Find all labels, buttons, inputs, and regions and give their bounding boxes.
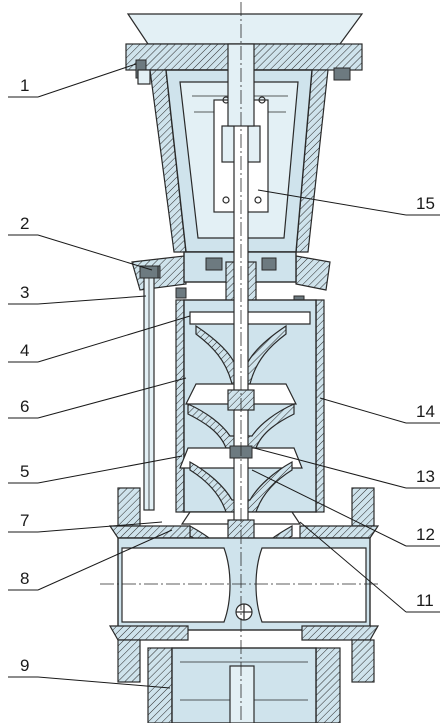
callout-3: 3 xyxy=(20,283,29,302)
callout-14: 14 xyxy=(416,402,435,421)
motor xyxy=(126,13,364,45)
callout-12: 12 xyxy=(416,525,435,544)
callout-13: 13 xyxy=(416,467,435,486)
callout-4: 4 xyxy=(20,341,29,360)
callout-7: 7 xyxy=(20,511,29,530)
callout-5: 5 xyxy=(20,462,29,481)
callout-1: 1 xyxy=(20,76,29,95)
callout-2: 2 xyxy=(20,214,29,233)
center-lines xyxy=(100,2,380,723)
callout-6: 6 xyxy=(20,397,29,416)
callout-8: 8 xyxy=(20,569,29,588)
leader-lines xyxy=(8,63,440,689)
callout-15: 15 xyxy=(416,194,435,213)
base-plate xyxy=(147,647,341,723)
callout-11: 11 xyxy=(416,591,434,610)
pump-base xyxy=(108,487,380,683)
upper-cover xyxy=(131,251,331,307)
tie-rod xyxy=(139,265,159,511)
callout-labels: 1 2 3 4 6 5 7 8 9 15 14 13 12 11 xyxy=(20,76,435,675)
callout-9: 9 xyxy=(20,656,29,675)
